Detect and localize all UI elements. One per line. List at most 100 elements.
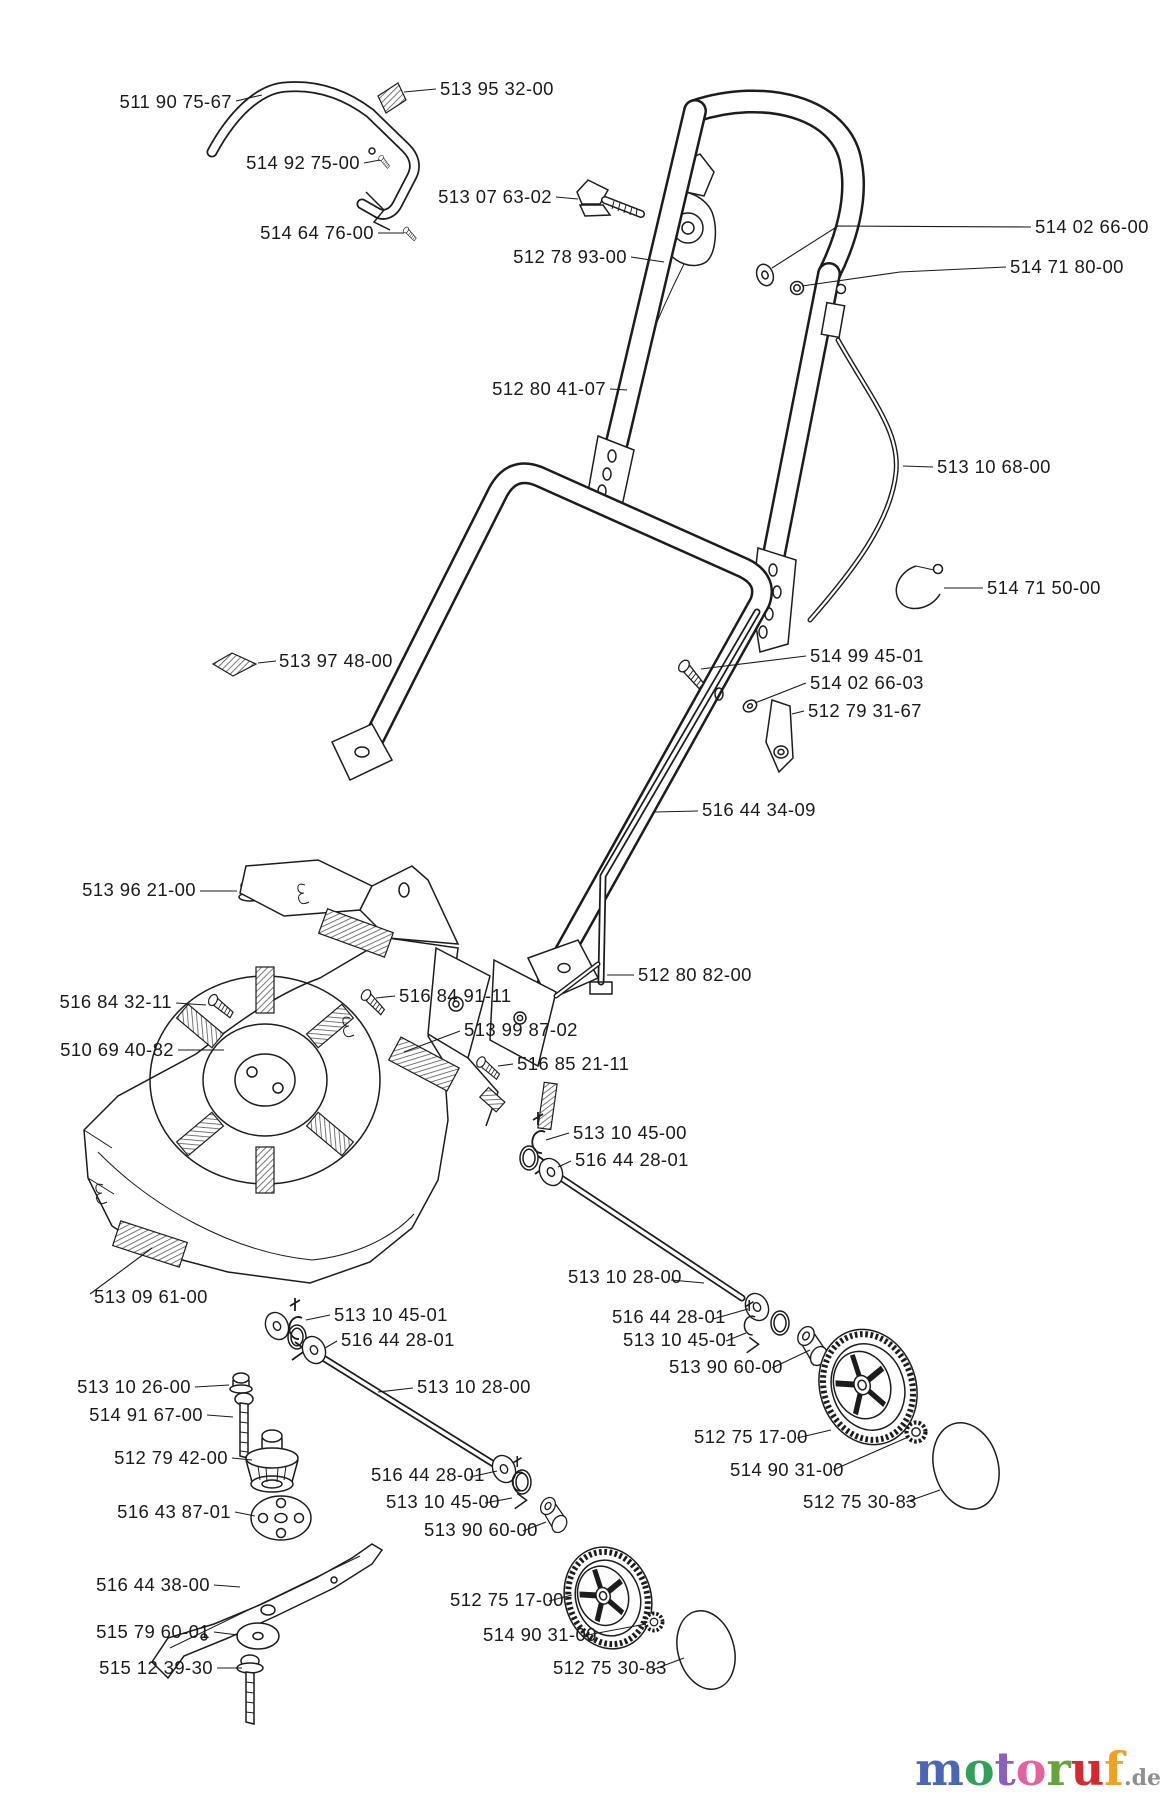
loose-parts-drawing <box>211 652 262 902</box>
part-number-label: 512 75 17-00 <box>450 1589 564 1610</box>
leader-line <box>712 1308 749 1320</box>
leader-line <box>235 94 263 102</box>
mount-washer <box>755 263 775 287</box>
side-vent <box>387 1036 461 1092</box>
part-number-label: 513 10 26-00 <box>77 1376 191 1397</box>
logo-letter: u <box>1070 1742 1105 1796</box>
part-number-label: 514 02 66-00 <box>1035 216 1149 237</box>
leader-line <box>771 1349 811 1369</box>
part-number-label: 512 80 82-00 <box>638 964 752 985</box>
part-number-label: 511 90 75-67 <box>120 91 232 112</box>
axle-drawing <box>316 1168 746 1472</box>
part-number-label: 516 44 28-01 <box>612 1306 726 1327</box>
cap-nut <box>229 1384 253 1394</box>
leader-line <box>555 196 579 200</box>
logo-letter: t <box>994 1742 1016 1796</box>
comb-strip <box>255 966 275 1014</box>
part-number-label: 514 71 80-00 <box>1010 256 1124 277</box>
part-number-label: 510 69 40-82 <box>60 1039 174 1060</box>
bail-screw-small <box>368 147 376 155</box>
leader-line <box>213 1584 241 1588</box>
leader-line <box>231 1457 253 1461</box>
motoruf-logo[interactable]: motoruf.de <box>915 1746 1161 1792</box>
lower-bail-bolt <box>401 225 419 242</box>
leader-line <box>545 1132 570 1141</box>
part-number-label: 512 79 31-67 <box>808 700 922 721</box>
leader-line <box>630 256 665 263</box>
part-number-label: 516 44 28-01 <box>341 1329 455 1350</box>
leader-line <box>89 1247 153 1295</box>
leader-line <box>213 1631 239 1636</box>
part-number-label: 513 95 32-00 <box>440 78 554 99</box>
leader-line <box>548 1594 573 1602</box>
hub-cap <box>932 1422 1000 1510</box>
bail-bolt <box>376 154 393 169</box>
leader-line <box>522 1521 547 1532</box>
part-number-label: 514 99 45-01 <box>810 645 924 666</box>
handle-foot-left <box>330 723 394 782</box>
part-number-label: 516 44 38-00 <box>96 1574 210 1595</box>
rod-foot <box>589 981 613 995</box>
deck-screw-left <box>205 992 237 1019</box>
part-number-label: 513 10 45-01 <box>623 1329 737 1350</box>
deck-screw-right <box>473 1054 504 1080</box>
leader-line <box>469 1470 498 1478</box>
part-number-label: 514 71 50-00 <box>987 577 1101 598</box>
handle-bolt-hole <box>714 687 724 701</box>
leader-line <box>796 1429 832 1439</box>
logo-letter: r <box>1046 1742 1071 1796</box>
upper-handle-drawing <box>587 89 944 653</box>
part-number-label: 513 96 21-00 <box>82 879 196 900</box>
leader-line <box>801 266 1007 287</box>
part-number-label: 513 10 45-00 <box>573 1122 687 1143</box>
part-number-label: 513 99 87-02 <box>464 1019 578 1040</box>
mold-mark <box>297 883 310 905</box>
leader-line <box>700 655 807 670</box>
blade-washer <box>236 1622 280 1650</box>
wheel-nut <box>643 1611 665 1633</box>
blade-assembly-drawing <box>151 1372 384 1725</box>
part-number-label: 516 44 28-01 <box>575 1149 689 1170</box>
leader-line <box>324 1340 338 1349</box>
part-number-label: 516 44 34-09 <box>702 799 816 820</box>
coil-spring <box>537 1081 558 1131</box>
handle-screw <box>674 657 710 690</box>
cable-clamp-block <box>820 301 846 339</box>
blade-bolt <box>236 1654 264 1725</box>
part-number-label: 513 90 60-00 <box>669 1356 783 1377</box>
part-number-label: 512 79 42-00 <box>114 1447 228 1468</box>
motoruf-logo-suffix: .de <box>1123 1765 1161 1791</box>
part-number-label: 513 09 61-00 <box>94 1286 208 1307</box>
mower-deck-drawing <box>83 859 601 1284</box>
leader-line <box>725 1332 747 1342</box>
part-number-label: 512 75 17-00 <box>694 1426 808 1447</box>
blade-drive-disc <box>250 1495 312 1541</box>
front-wheel-drawing <box>551 1536 736 1690</box>
part-number-label: 513 97 48-00 <box>279 650 393 671</box>
mount-nut <box>789 280 805 296</box>
rear-wheel-drawing <box>804 1316 1000 1510</box>
axle-washer <box>534 1153 568 1191</box>
grip-pad-part <box>377 82 407 114</box>
part-number-label: 516 44 28-01 <box>371 1464 485 1485</box>
part-number-label: 512 75 30-83 <box>553 1657 667 1678</box>
part-number-label: 514 91 67-00 <box>89 1404 203 1425</box>
part-number-label: 515 12 39-30 <box>99 1657 213 1678</box>
adjuster-lever <box>467 1057 499 1127</box>
blade-adapter-hub <box>245 1429 299 1493</box>
leader-line <box>651 1657 685 1671</box>
mower-blade <box>151 1543 384 1680</box>
axle-oring <box>519 1145 539 1171</box>
hub-cap <box>676 1610 736 1690</box>
part-number-label: 514 02 66-03 <box>810 672 924 693</box>
motoruf-logo-word: motoruf <box>915 1742 1124 1796</box>
leader-line <box>905 1489 941 1503</box>
leader-line <box>484 1497 513 1504</box>
leader-line <box>403 1030 461 1053</box>
leader-line <box>305 1314 331 1321</box>
lower-handle-drawing <box>330 462 794 1001</box>
part-number-label: 513 10 28-00 <box>417 1376 531 1397</box>
